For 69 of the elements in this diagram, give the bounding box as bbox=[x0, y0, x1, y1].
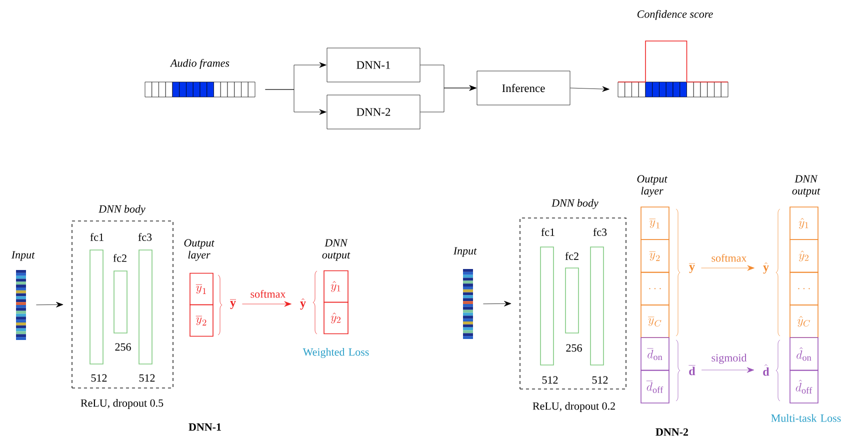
input-heading: Input bbox=[11, 251, 35, 261]
output-cell: $\hat{y}_{1}$ bbox=[324, 270, 348, 303]
output-cell: $\hat{y}_{2}$ bbox=[790, 239, 818, 273]
edge-label: sigmoid bbox=[710, 352, 748, 365]
output-cell: $\hat{d}_{\mathrm{off}}$ bbox=[790, 370, 818, 404]
layer-bar: fc3 512 bbox=[138, 233, 155, 382]
output-cell: $\dots$ bbox=[790, 272, 818, 306]
vector-symbol: $\hat{\mathbf{y}}$ bbox=[300, 298, 306, 310]
loss-label: Weighted Loss bbox=[302, 348, 369, 358]
vector-symbol: $\overline{\mathbf{y}}$ bbox=[230, 300, 236, 310]
strip-heading: Confidence score bbox=[637, 10, 713, 20]
strip-heading: Audio frames bbox=[170, 58, 230, 70]
edge-label: softmax bbox=[710, 252, 748, 263]
node-label: 512 bbox=[91, 374, 107, 382]
output-cell: $\hat{d}_{\mathrm{on}}$ bbox=[790, 337, 818, 371]
section-title: DNN-2 bbox=[656, 428, 688, 436]
arrow bbox=[701, 265, 754, 271]
column-heading: Output layer bbox=[184, 239, 214, 261]
node-label: fc1 bbox=[541, 228, 554, 236]
column-heading: DNN output bbox=[792, 175, 820, 197]
vector-symbol: $\hat{\mathbf{y}}$ bbox=[763, 262, 769, 274]
layer-bar: fc2 256 bbox=[113, 254, 131, 351]
process-box: Inference bbox=[476, 70, 570, 106]
node-label: 512 bbox=[592, 376, 608, 384]
arrow bbox=[36, 302, 64, 308]
output-cell: $\hat{y}_{1}$ bbox=[790, 206, 818, 240]
node-label: 256 bbox=[115, 343, 131, 351]
node-label: fc3 bbox=[593, 228, 607, 236]
node-label: 512 bbox=[542, 376, 558, 384]
box-heading: DNN body bbox=[552, 199, 598, 209]
node-label: 256 bbox=[566, 344, 582, 352]
vector-symbol: $\overline{\mathbf{y}}$ bbox=[689, 264, 695, 274]
node-label: fc2 bbox=[565, 252, 578, 260]
layer-bar: fc3 512 bbox=[590, 228, 608, 384]
vector-symbol: $\hat{\mathbf{d}}$ bbox=[763, 364, 770, 376]
arrow bbox=[701, 367, 754, 373]
layer-bar: fc2 256 bbox=[565, 252, 582, 352]
output-cell: $\overline{d}_{\mathrm{on}}$ bbox=[640, 337, 670, 371]
column-heading: Output layer bbox=[637, 175, 668, 197]
output-cell: $\overline{y}_{2}$ bbox=[640, 239, 670, 273]
process-box: DNN-1 bbox=[326, 48, 420, 82]
output-cell: $\overline{d}_{\mathrm{off}}$ bbox=[640, 370, 670, 404]
arrow bbox=[265, 89, 326, 115]
output-cell: $\overline{y}_{1}$ bbox=[640, 206, 670, 240]
node-label: 512 bbox=[139, 374, 155, 382]
loss-label: Multi-task Loss bbox=[771, 414, 841, 422]
output-cell: $\dots$ bbox=[640, 272, 670, 306]
process-box: DNN-2 bbox=[326, 94, 420, 130]
box-heading: DNN body bbox=[98, 205, 146, 215]
node-label: fc3 bbox=[138, 233, 152, 241]
arrow bbox=[242, 301, 292, 307]
output-cell: $\overline{y}_{2}$ bbox=[190, 304, 214, 337]
arrow bbox=[483, 300, 512, 306]
layer-bar: fc1 512 bbox=[90, 233, 107, 382]
input-heading: Input bbox=[453, 247, 477, 257]
section-title: DNN-1 bbox=[188, 423, 221, 431]
output-cell: $\overline{y}_{1}$ bbox=[190, 272, 214, 306]
vector-symbol: $\overline{\mathbf{d}}$ bbox=[688, 365, 696, 376]
arrow bbox=[570, 86, 610, 92]
edge-label: softmax bbox=[249, 288, 287, 299]
layer-bar: fc1 512 bbox=[540, 228, 558, 384]
box-caption: ReLU, dropout 0.5 bbox=[80, 399, 164, 409]
node-label: fc2 bbox=[113, 254, 126, 262]
box-caption: ReLU, dropout 0.2 bbox=[532, 402, 615, 412]
output-cell: $\hat{y}_{2}$ bbox=[324, 302, 348, 334]
output-cell: $\hat{y}_{C}$ bbox=[790, 304, 818, 338]
node-label: fc1 bbox=[90, 233, 104, 241]
arrow bbox=[420, 85, 476, 112]
output-cell: $\overline{y}_{C}$ bbox=[640, 304, 670, 338]
